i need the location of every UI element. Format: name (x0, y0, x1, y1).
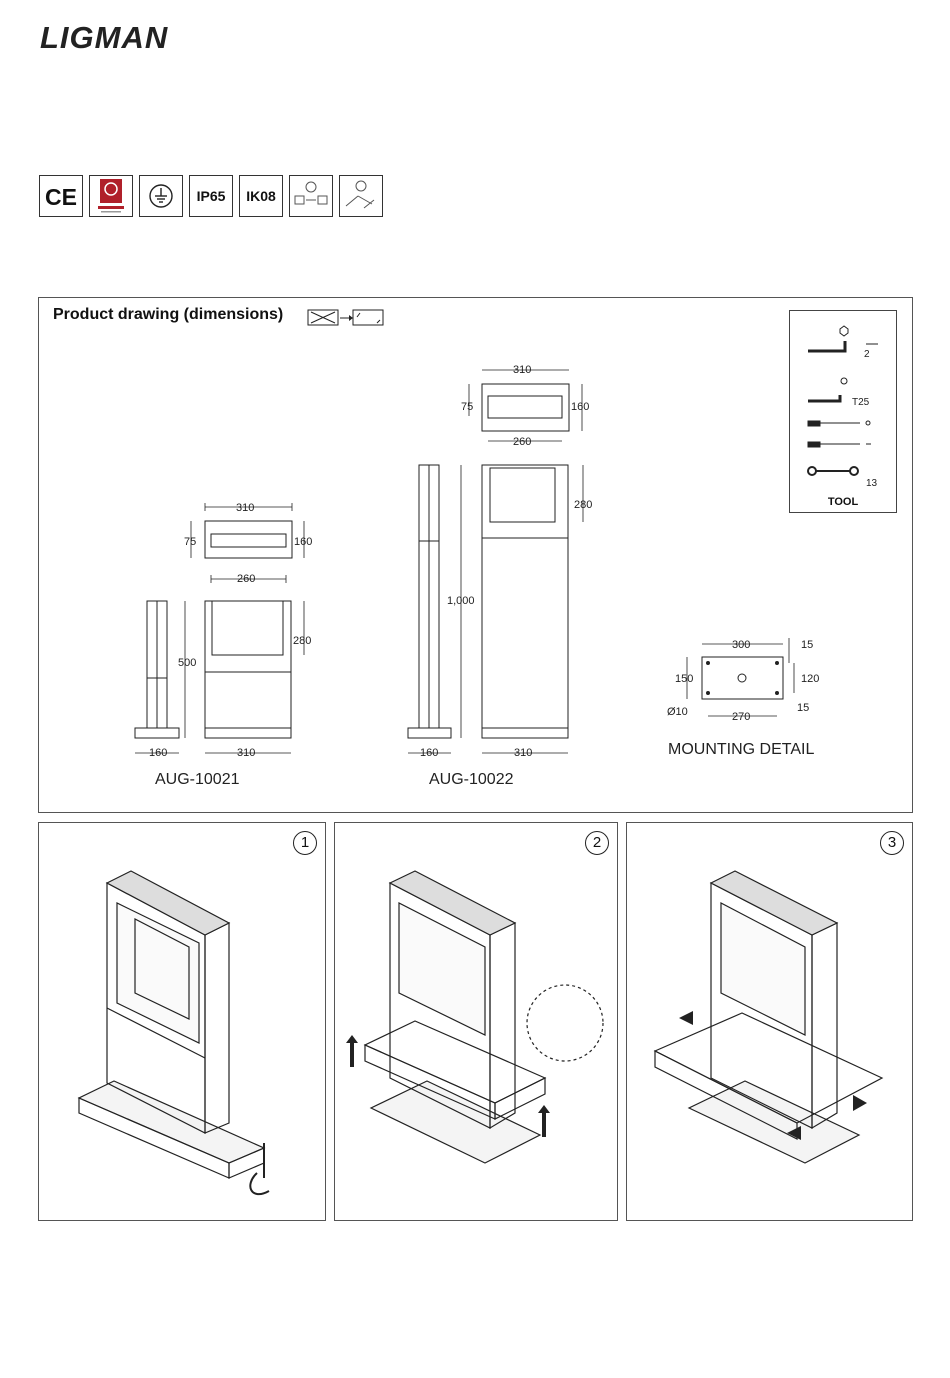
aug-10022-drawing (408, 384, 569, 738)
mounting-edge-b: 15 (797, 702, 809, 714)
aug-10021-head-width: 310 (236, 502, 254, 514)
mounting-height: 150 (675, 673, 693, 685)
install-direction-icon (289, 175, 333, 217)
mounting-width: 300 (732, 639, 750, 651)
hex-key-size: 2 (864, 349, 870, 360)
brand-name: LIGMAN (40, 20, 168, 54)
aug-10021-head-depth: 75 (184, 536, 196, 548)
mounting-plate (702, 657, 783, 699)
step-panel-1: 1 (38, 822, 326, 1221)
mounting-hole-spacing-x: 270 (732, 711, 750, 723)
aug-10022-height: 1,000 (447, 595, 475, 607)
aug-10021-head-inner: 260 (237, 573, 255, 585)
step-number: 1 (293, 831, 317, 855)
mounting-detail-label: MOUNTING DETAIL (668, 741, 814, 758)
wrench-icon (808, 467, 858, 475)
product-drawing-panel: Product drawing (dimensions) (38, 297, 913, 813)
mounting-edge-a: 15 (801, 639, 813, 651)
aug-10022-base-depth: 160 (420, 747, 438, 759)
aug-10021-height: 500 (178, 657, 196, 669)
step-panel-2: 2 (334, 822, 618, 1221)
tool-label: TOOL (790, 496, 896, 508)
aug-10022-label: AUG-10022 (429, 771, 514, 788)
mounting-hole-dia: Ø10 (667, 706, 688, 718)
step-1-illustration (39, 823, 327, 1222)
aug-10022-head-depth: 75 (461, 401, 473, 413)
tool-box: 2 T25 13 TOOL (789, 310, 897, 513)
ik08-badge: IK08 (239, 175, 283, 217)
torx-key-icon (808, 378, 847, 401)
aug-10021-label: AUG-10021 (155, 771, 240, 788)
ip65-badge: IP65 (189, 175, 233, 217)
aug-10021-base-width: 310 (237, 747, 255, 759)
mounting-hole-spacing-y: 120 (801, 673, 819, 685)
step-2-illustration (335, 823, 619, 1222)
step-number: 3 (880, 831, 904, 855)
hex-key-icon (808, 326, 878, 351)
aug-10021-head-side: 160 (294, 536, 312, 548)
flat-screwdriver-icon (808, 442, 871, 447)
wiring-icon (339, 175, 383, 217)
aug-10022-head-side: 160 (571, 401, 589, 413)
ligman-logo: LIGMAN (38, 18, 228, 54)
step-3-illustration (627, 823, 914, 1222)
phillips-screwdriver-icon (808, 421, 870, 426)
aug-10022-head-inner: 260 (513, 436, 531, 448)
aug-10021-window-height: 280 (293, 635, 311, 647)
step-number: 2 (585, 831, 609, 855)
aug-10022-window-height: 280 (574, 499, 592, 511)
certification-badges: CE IP65 IK08 (39, 175, 383, 217)
aug-10021-drawing (135, 521, 292, 738)
dimension-drawings: 310 260 75 160 280 500 160 310 (39, 298, 914, 814)
ce-mark-icon: CE (39, 175, 83, 217)
aug-10022-head-width: 310 (513, 364, 531, 376)
aug-10022-base-width: 310 (514, 747, 532, 759)
earth-ground-icon (139, 175, 183, 217)
quality-seal-icon (89, 175, 133, 217)
wrench-size: 13 (866, 478, 878, 489)
aug-10021-base-depth: 160 (149, 747, 167, 759)
svg-text:CE: CE (45, 184, 77, 208)
torx-key-size: T25 (852, 397, 870, 408)
step-panel-3: 3 (626, 822, 913, 1221)
